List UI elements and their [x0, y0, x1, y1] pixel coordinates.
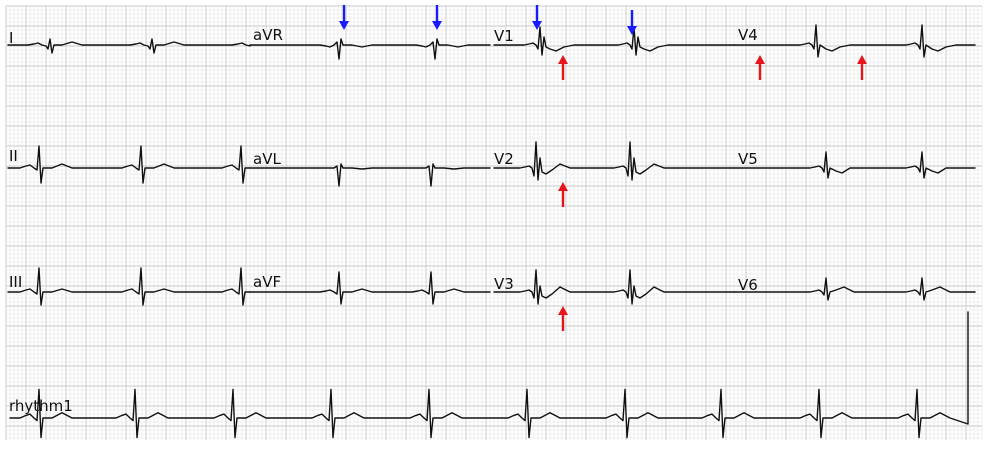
lead-label-III: III — [9, 273, 22, 291]
lead-trace-V3 — [493, 269, 735, 305]
lead-labels: I aVR V1 V4 II aVL V2 V5 III aVF V3 V6 r… — [9, 26, 758, 415]
red-up-arrow — [558, 182, 568, 207]
ecg-traces — [7, 24, 976, 439]
lead-label-aVF: aVF — [253, 273, 281, 291]
lead-label-II: II — [9, 147, 18, 165]
red-up-arrow — [857, 55, 867, 80]
annotation-arrows — [339, 5, 867, 331]
lead-trace-V1 — [493, 26, 735, 56]
grid-major-lines — [5, 5, 982, 440]
lead-label-V3: V3 — [494, 275, 514, 293]
lead-trace-V4 — [733, 24, 976, 58]
lead-label-aVR: aVR — [253, 26, 283, 44]
lead-trace-aVL — [249, 163, 491, 187]
grid-minor-lines — [6, 6, 983, 440]
blue-down-arrow — [432, 5, 442, 30]
rhythm-trace — [9, 311, 969, 439]
lead-trace-V2 — [493, 141, 735, 181]
ecg-grid — [5, 5, 983, 440]
lead-trace-III — [7, 267, 251, 306]
blue-down-arrow — [532, 5, 542, 30]
lead-trace-V5 — [733, 151, 976, 179]
red-up-arrow — [755, 55, 765, 80]
lead-label-aVL: aVL — [253, 150, 281, 168]
lead-trace-II — [7, 145, 251, 184]
lead-label-V6: V6 — [738, 276, 758, 294]
red-up-arrow — [558, 55, 568, 80]
lead-label-V5: V5 — [738, 150, 758, 168]
lead-trace-V6 — [733, 277, 976, 301]
lead-label-rhythm: rhythm1 — [9, 397, 73, 415]
lead-trace-aVR — [249, 38, 491, 60]
red-up-arrow — [558, 306, 568, 331]
lead-label-V2: V2 — [494, 150, 514, 168]
lead-trace-I — [7, 38, 251, 54]
blue-down-arrow — [627, 10, 637, 35]
blue-down-arrow — [339, 5, 349, 30]
lead-trace-aVF — [249, 271, 491, 305]
lead-label-V1: V1 — [494, 27, 514, 45]
lead-label-I: I — [9, 29, 13, 47]
lead-label-V4: V4 — [738, 26, 758, 44]
